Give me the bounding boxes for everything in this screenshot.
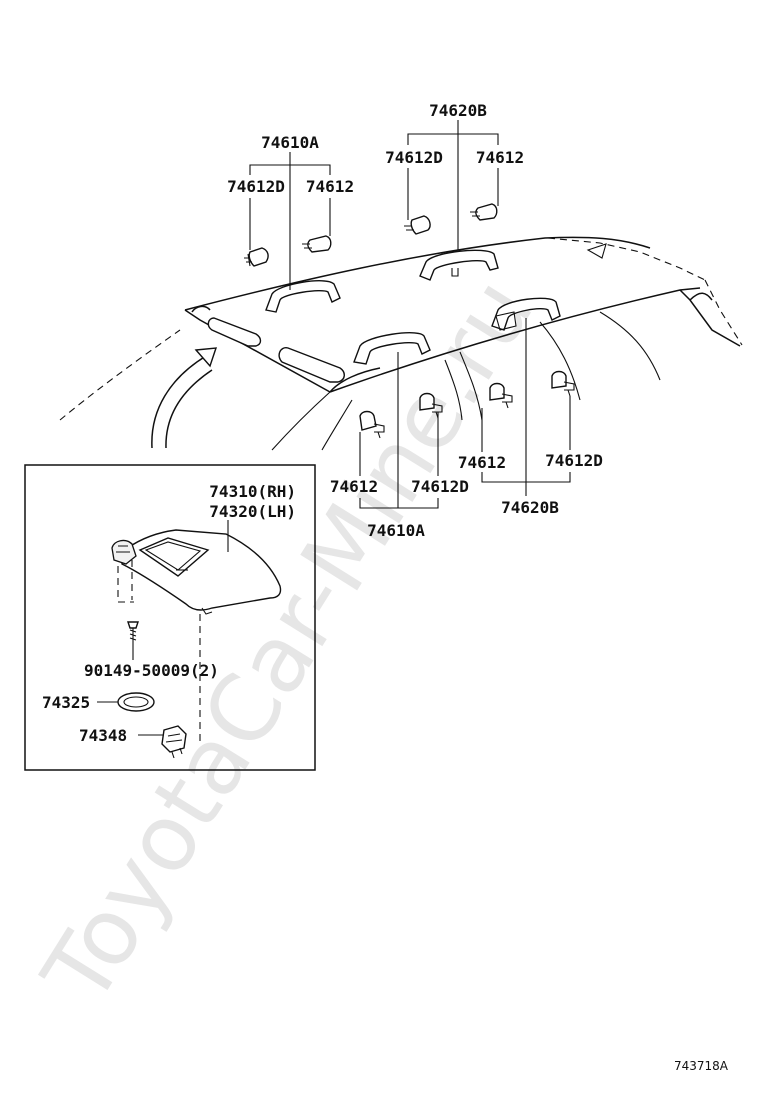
inset-frame — [24, 464, 316, 771]
ring-icon — [117, 692, 155, 712]
clip-74612-top-right — [470, 203, 498, 221]
clip-74612-lower-3 — [489, 382, 513, 409]
label-g1-left: 74612D — [227, 177, 285, 196]
visor-holder-icon — [161, 725, 187, 759]
clip-74612d-top-left — [244, 247, 269, 267]
label-ring: 74325 — [42, 693, 90, 712]
diagram-code: 743718A — [674, 1059, 729, 1073]
clip-74612d-lower-2 — [419, 392, 443, 419]
clip-74612d-top-right — [404, 215, 431, 235]
roof-outline — [59, 236, 743, 451]
clip-74612d-lower-4 — [551, 370, 575, 397]
vanity-mirror — [138, 537, 210, 577]
assist-grip-lower-left — [353, 332, 431, 365]
label-g4-parent: 74620B — [501, 498, 559, 517]
label-visor-rh: 74310(RH) — [209, 482, 296, 501]
roof-visor-right — [278, 347, 345, 383]
label-g2-parent: 74620B — [429, 101, 487, 120]
label-screw: 90149-50009(2) — [84, 661, 219, 680]
sun-visor-inset: 74310(RH) 74320(LH) 90149-50009(2) 74325… — [24, 464, 316, 771]
label-g3-right: 74612D — [411, 477, 469, 496]
label-g1-parent: 74610A — [261, 133, 319, 152]
label-g3-left: 74612 — [330, 477, 378, 496]
label-holder: 74348 — [79, 726, 127, 745]
sun-visor — [121, 529, 282, 611]
label-g4-right: 74612D — [545, 451, 603, 470]
label-visor-lh: 74320(LH) — [209, 502, 296, 521]
screw-icon — [127, 621, 139, 641]
leader-lines — [249, 120, 571, 509]
roof-visor-left — [207, 317, 262, 347]
label-g4-left: 74612 — [458, 453, 506, 472]
clip-74612-lower-1 — [359, 410, 385, 439]
label-g3-parent: 74610A — [367, 521, 425, 540]
label-g2-right: 74612 — [476, 148, 524, 167]
assist-grip-top-right — [419, 249, 499, 281]
curved-arrow-icon — [151, 347, 218, 449]
watermark: ToyotaCar-Mine.ru — [22, 260, 554, 1022]
label-g1-right: 74612 — [306, 177, 354, 196]
assist-grip-top-left — [265, 280, 341, 313]
label-g2-left: 74612D — [385, 148, 443, 167]
assist-grip-lower-right — [491, 297, 561, 331]
clip-74612-top-left — [302, 235, 332, 253]
